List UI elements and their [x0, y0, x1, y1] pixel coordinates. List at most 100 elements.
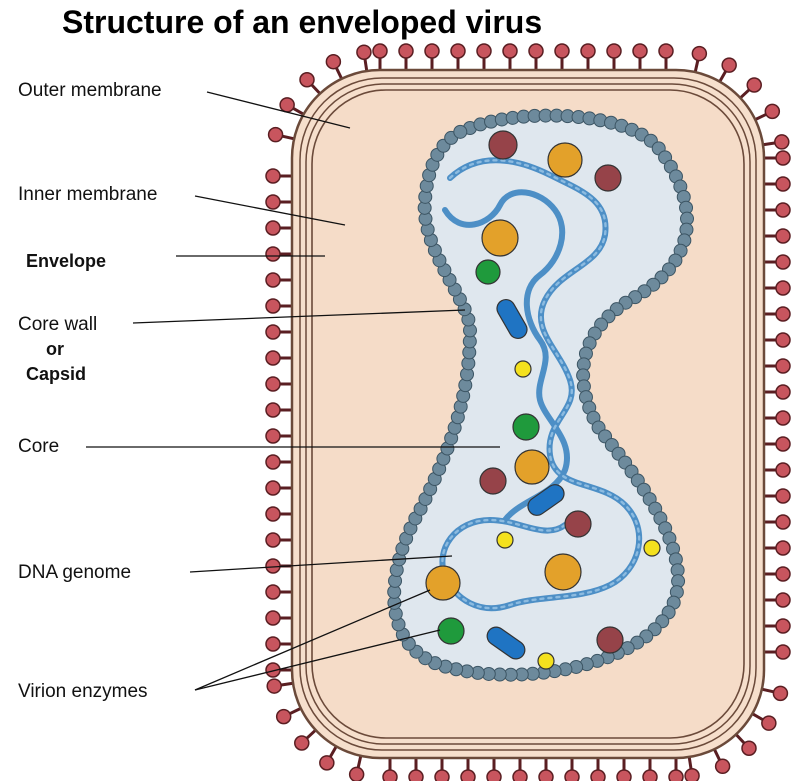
- enzyme-green: [438, 618, 464, 644]
- spike-head: [280, 98, 294, 112]
- spike-head: [267, 679, 281, 693]
- spike-head: [659, 44, 673, 58]
- diagram-title: Structure of an enveloped virus: [62, 4, 542, 40]
- spike-head: [503, 44, 517, 58]
- spike-head: [513, 770, 527, 781]
- label-outer-membrane: Outer membrane: [18, 80, 162, 101]
- enzyme-yellow: [644, 540, 660, 556]
- spike-head: [776, 463, 790, 477]
- spike-head: [266, 637, 280, 651]
- spike-head: [607, 44, 621, 58]
- enzyme-maroon: [480, 468, 506, 494]
- spike-head: [477, 44, 491, 58]
- spike-head: [529, 44, 543, 58]
- spike-head: [776, 359, 790, 373]
- spike-head: [669, 770, 683, 781]
- spike-head: [399, 44, 413, 58]
- spike-head: [295, 736, 309, 750]
- label-envelope: Envelope: [26, 251, 106, 271]
- spike-head: [266, 481, 280, 495]
- label-capsid: Capsid: [26, 364, 86, 384]
- spike-head: [266, 455, 280, 469]
- spike-head: [776, 489, 790, 503]
- spike-head: [692, 47, 706, 61]
- enzyme-green: [513, 414, 539, 440]
- spike-head: [383, 770, 397, 781]
- spike-head: [326, 55, 340, 69]
- enzyme-maroon: [565, 511, 591, 537]
- spike-head: [451, 44, 465, 58]
- spike-head: [435, 770, 449, 781]
- spike-head: [266, 611, 280, 625]
- spike-head: [643, 770, 657, 781]
- spike-head: [685, 769, 699, 781]
- enzyme-yellow: [497, 532, 513, 548]
- spike-head: [487, 770, 501, 781]
- label-inner-membrane: Inner membrane: [18, 184, 157, 205]
- spike-head: [266, 325, 280, 339]
- spike-head: [300, 73, 314, 87]
- spike-head: [266, 169, 280, 183]
- spike-head: [266, 273, 280, 287]
- spike-head: [716, 759, 730, 773]
- enzyme-yellow: [538, 653, 554, 669]
- enzyme-green: [476, 260, 500, 284]
- spike-head: [776, 567, 790, 581]
- spike-head: [266, 585, 280, 599]
- label-core-wall: Core wall: [18, 314, 97, 335]
- spike-head: [266, 403, 280, 417]
- spike-head: [266, 533, 280, 547]
- spike-head: [776, 307, 790, 321]
- spike-head: [565, 770, 579, 781]
- spike-head: [425, 44, 439, 58]
- spike-head: [277, 710, 291, 724]
- spike-head: [762, 716, 776, 730]
- enzyme-orange: [426, 566, 460, 600]
- spike-head: [776, 203, 790, 217]
- spike-head: [266, 195, 280, 209]
- label-or: or: [46, 339, 64, 359]
- spike-head: [350, 767, 364, 781]
- spike-head: [747, 78, 761, 92]
- spike-head: [776, 411, 790, 425]
- enzyme-maroon: [597, 627, 623, 653]
- spike-head: [409, 770, 423, 781]
- spike-head: [373, 44, 387, 58]
- enzyme-maroon: [595, 165, 621, 191]
- spike-head: [266, 377, 280, 391]
- spike-head: [773, 686, 787, 700]
- enzyme-orange: [515, 450, 549, 484]
- capsid-bead: [454, 125, 467, 138]
- spike-head: [776, 593, 790, 607]
- spike-head: [776, 333, 790, 347]
- enzyme-yellow: [515, 361, 531, 377]
- label-core: Core: [18, 436, 59, 457]
- spike-head: [266, 507, 280, 521]
- label-virion-enzymes: Virion enzymes: [18, 681, 148, 702]
- spike-head: [742, 741, 756, 755]
- spike-head: [617, 770, 631, 781]
- spike-head: [461, 770, 475, 781]
- spike-head: [266, 429, 280, 443]
- spike-head: [266, 221, 280, 235]
- label-dna-genome: DNA genome: [18, 562, 131, 583]
- spike-head: [555, 44, 569, 58]
- spike-head: [722, 58, 736, 72]
- spike-head: [266, 299, 280, 313]
- spike-head: [266, 351, 280, 365]
- spike-head: [776, 515, 790, 529]
- enzyme-orange: [545, 554, 581, 590]
- spike-head: [581, 44, 595, 58]
- spike-head: [775, 135, 789, 149]
- spike-head: [776, 437, 790, 451]
- spike-head: [776, 385, 790, 399]
- enzyme-orange: [548, 143, 582, 177]
- spike-head: [320, 756, 334, 770]
- spike-head: [776, 229, 790, 243]
- spike-head: [776, 541, 790, 555]
- spike-head: [776, 619, 790, 633]
- spike-head: [776, 151, 790, 165]
- spike-head: [776, 255, 790, 269]
- spike-head: [776, 281, 790, 295]
